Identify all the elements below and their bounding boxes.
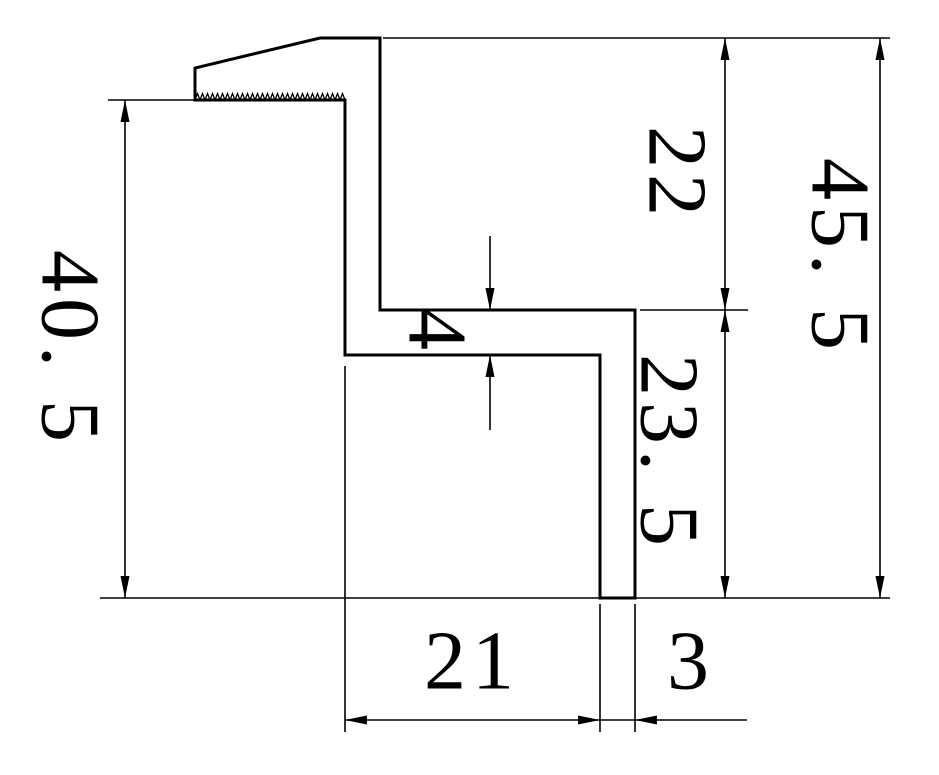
- dim-text-left-height: 40. 5: [24, 250, 117, 448]
- arrow-3-left: [635, 715, 657, 725]
- dim-text-step-thickness: 4: [391, 308, 484, 356]
- arrow-235-bottom: [720, 576, 730, 598]
- arrow-22-top: [720, 38, 730, 60]
- arrow-overall-bottom: [875, 576, 885, 598]
- profile-outline: [193, 36, 637, 600]
- arrow-21-left: [345, 715, 367, 725]
- arrow-left-height-top: [120, 100, 130, 122]
- arrow-overall-top: [875, 38, 885, 60]
- serration-zigzag: [194, 91, 346, 102]
- arrow-21-right: [578, 715, 600, 725]
- dim-text-foot-width: 3: [667, 615, 715, 708]
- dim-text-bottom-width: 21: [424, 615, 520, 708]
- arrow-step-up: [485, 355, 495, 377]
- arrow-22-bottom: [720, 288, 730, 310]
- dim-text-overall-height: 45. 5: [794, 158, 887, 356]
- arrow-235-top: [720, 310, 730, 332]
- arrow-left-height-bottom: [120, 576, 130, 598]
- dim-text-lower-right: 23. 5: [623, 354, 716, 552]
- dim-text-upper-right: 22: [631, 126, 724, 222]
- arrow-step-down: [485, 288, 495, 310]
